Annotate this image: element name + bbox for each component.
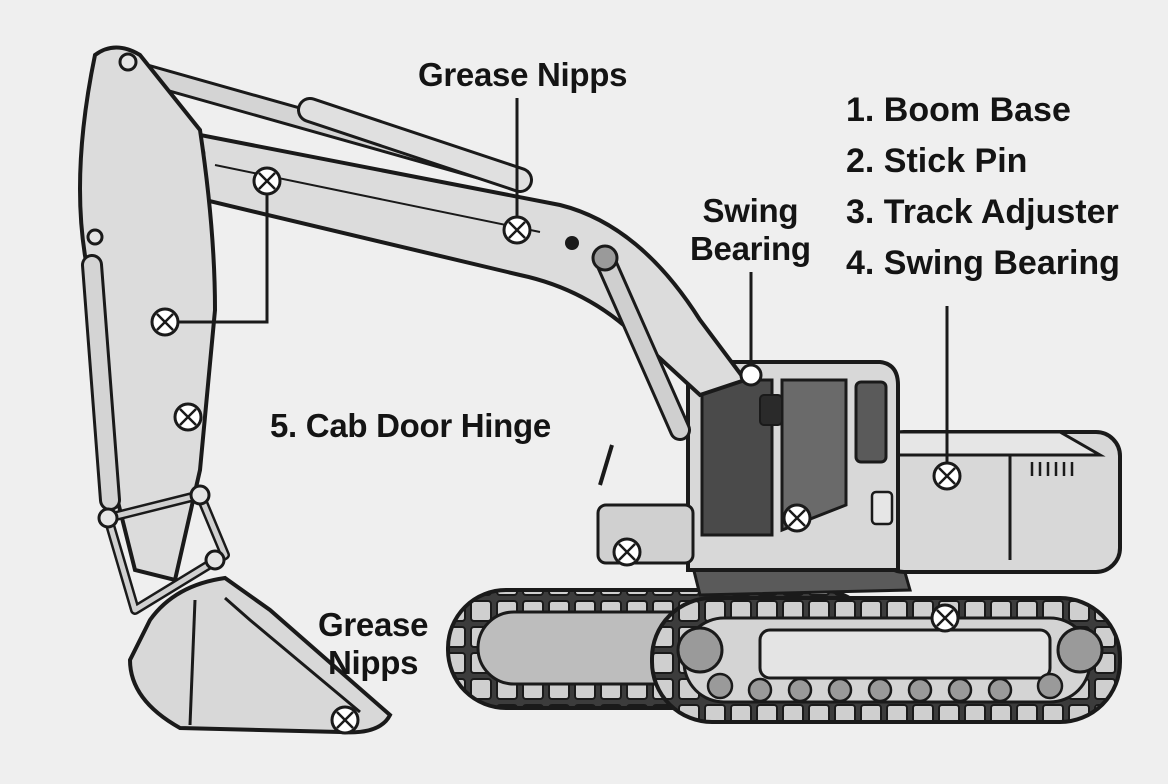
swing-bearing-line1: Swing [702, 192, 799, 229]
bucket-cylinder [81, 254, 121, 511]
parts-list-item-stick-pin: 2. Stick Pin [846, 142, 1028, 180]
grease-fitting-icon [252, 166, 282, 196]
parts-list-item-boom-base: 1. Boom Base [846, 91, 1071, 129]
grease-nipps-bottom-label: Grease Nipps [318, 606, 428, 682]
parts-list-item-swing-bearing: 4. Swing Bearing [846, 244, 1120, 282]
track-rollers [706, 672, 1064, 703]
bucket-linkage [97, 484, 230, 615]
grease-fitting-icon [932, 461, 962, 491]
grease-nipps-top-label: Grease Nipps [418, 56, 628, 93]
front-deck [596, 444, 695, 565]
engine-vent [1030, 462, 1074, 476]
counterweight [877, 430, 1122, 574]
grease-fitting-icon [502, 215, 532, 245]
grease-fitting-icon [150, 307, 180, 337]
grease-fitting-icon [782, 503, 812, 533]
parts-list-item-track-adjuster: 3. Track Adjuster [846, 193, 1119, 231]
swing-bearing-line2: Bearing [690, 230, 811, 267]
bucket [127, 575, 393, 735]
arm-cylinder [119, 59, 533, 193]
leader-lines [165, 98, 949, 470]
front-track [650, 596, 1122, 724]
cab-door-hinge-label: 5. Cab Door Hinge [270, 407, 551, 444]
grease-fitting-icon [612, 537, 642, 567]
boom-cylinder [591, 244, 691, 441]
grease-nipps-bottom-line1: Grease [318, 606, 429, 643]
parts-list: 1. Boom Base 2. Stick Pin 3. Track Adjus… [846, 88, 1120, 292]
grease-fitting-icon [930, 603, 960, 633]
swing-bearing-label: Swing Bearing [690, 192, 811, 268]
cab [686, 360, 900, 572]
grease-fitting-icon [173, 402, 203, 432]
grease-fitting-icon [739, 363, 763, 387]
grease-nipps-bottom-line2: Nipps [327, 644, 419, 681]
grease-fitting-icon [330, 705, 360, 735]
